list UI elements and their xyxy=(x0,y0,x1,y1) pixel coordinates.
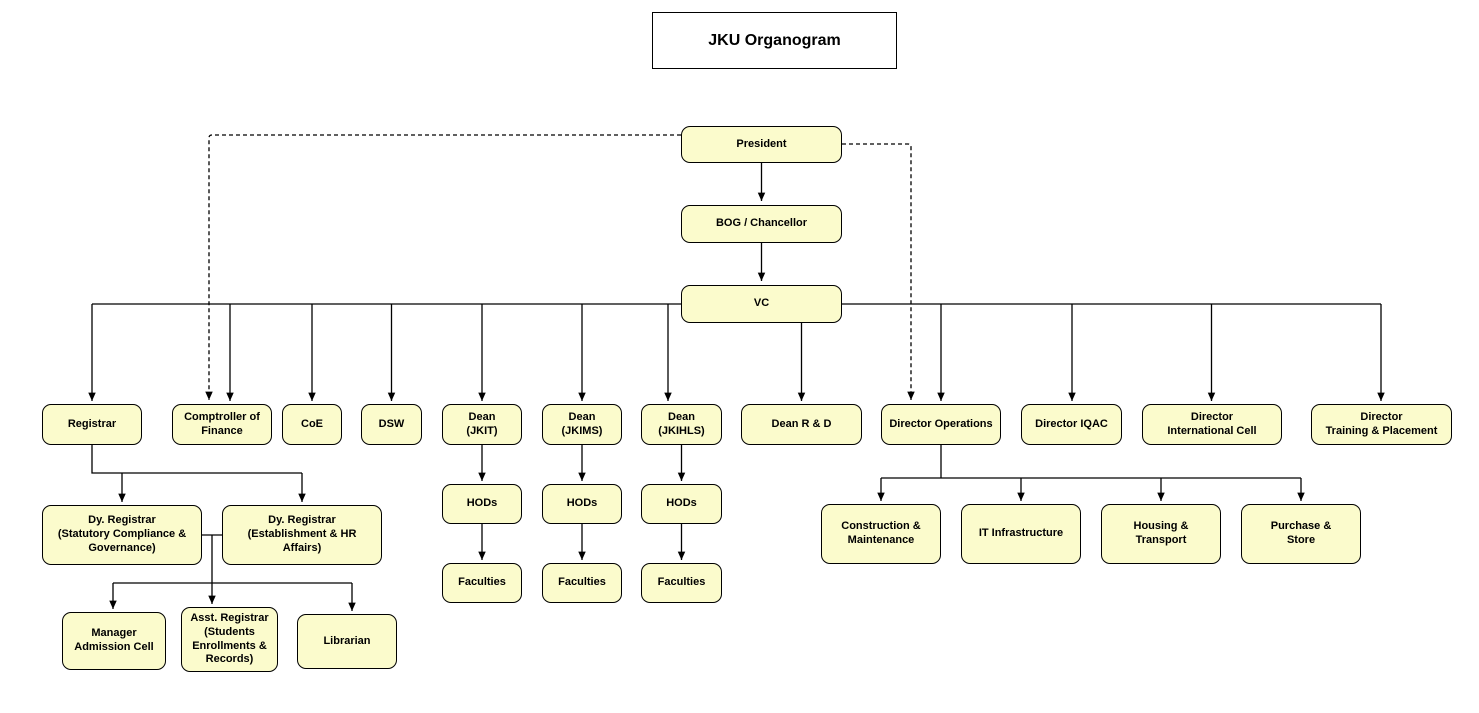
registrar-branch xyxy=(91,445,302,474)
node-registrar: Registrar xyxy=(42,404,142,445)
node-vc: VC xyxy=(681,285,842,323)
node-president: President xyxy=(681,126,842,163)
node-manager-admission-cell: Manager Admission Cell xyxy=(62,612,166,670)
node-housing-transport: Housing & Transport xyxy=(1101,504,1221,564)
node-it-infrastructure: IT Infrastructure xyxy=(961,504,1081,564)
node-director-iqac: Director IQAC xyxy=(1021,404,1122,445)
node-faculties-jkims: Faculties xyxy=(542,563,622,603)
diagram-title: JKU Organogram xyxy=(652,12,897,69)
node-asst-registrar: Asst. Registrar (Students Enrollments & … xyxy=(181,607,278,672)
node-librarian: Librarian xyxy=(297,614,397,669)
node-hods-jkihls: HODs xyxy=(641,484,722,524)
node-dy-registrar-establishment: Dy. Registrar (Establishment & HR Affair… xyxy=(222,505,382,565)
node-dy-registrar-statutory: Dy. Registrar (Statutory Compliance & Go… xyxy=(42,505,202,565)
node-director-international-cell: Director International Cell xyxy=(1142,404,1282,445)
node-director-operations: Director Operations xyxy=(881,404,1001,445)
dashed-president-comptroller xyxy=(205,134,681,400)
node-dean-jkims: Dean (JKIMS) xyxy=(542,404,622,445)
node-coe: CoE xyxy=(282,404,342,445)
node-dean-jkihls: Dean (JKIHLS) xyxy=(641,404,722,445)
node-director-training-placement: Director Training & Placement xyxy=(1311,404,1452,445)
node-purchase-store: Purchase & Store xyxy=(1241,504,1361,564)
node-faculties-jkihls: Faculties xyxy=(641,563,722,603)
node-hods-jkit: HODs xyxy=(442,484,522,524)
node-hods-jkims: HODs xyxy=(542,484,622,524)
dashed-president-dir-operations xyxy=(842,143,915,400)
node-construction-maintenance: Construction & Maintenance xyxy=(821,504,941,564)
node-comptroller-of-finance: Comptroller of Finance xyxy=(172,404,272,445)
node-bog-chancellor: BOG / Chancellor xyxy=(681,205,842,243)
node-dean-r-and-d: Dean R & D xyxy=(741,404,862,445)
node-faculties-jkit: Faculties xyxy=(442,563,522,603)
node-dsw: DSW xyxy=(361,404,422,445)
node-dean-jkit: Dean (JKIT) xyxy=(442,404,522,445)
